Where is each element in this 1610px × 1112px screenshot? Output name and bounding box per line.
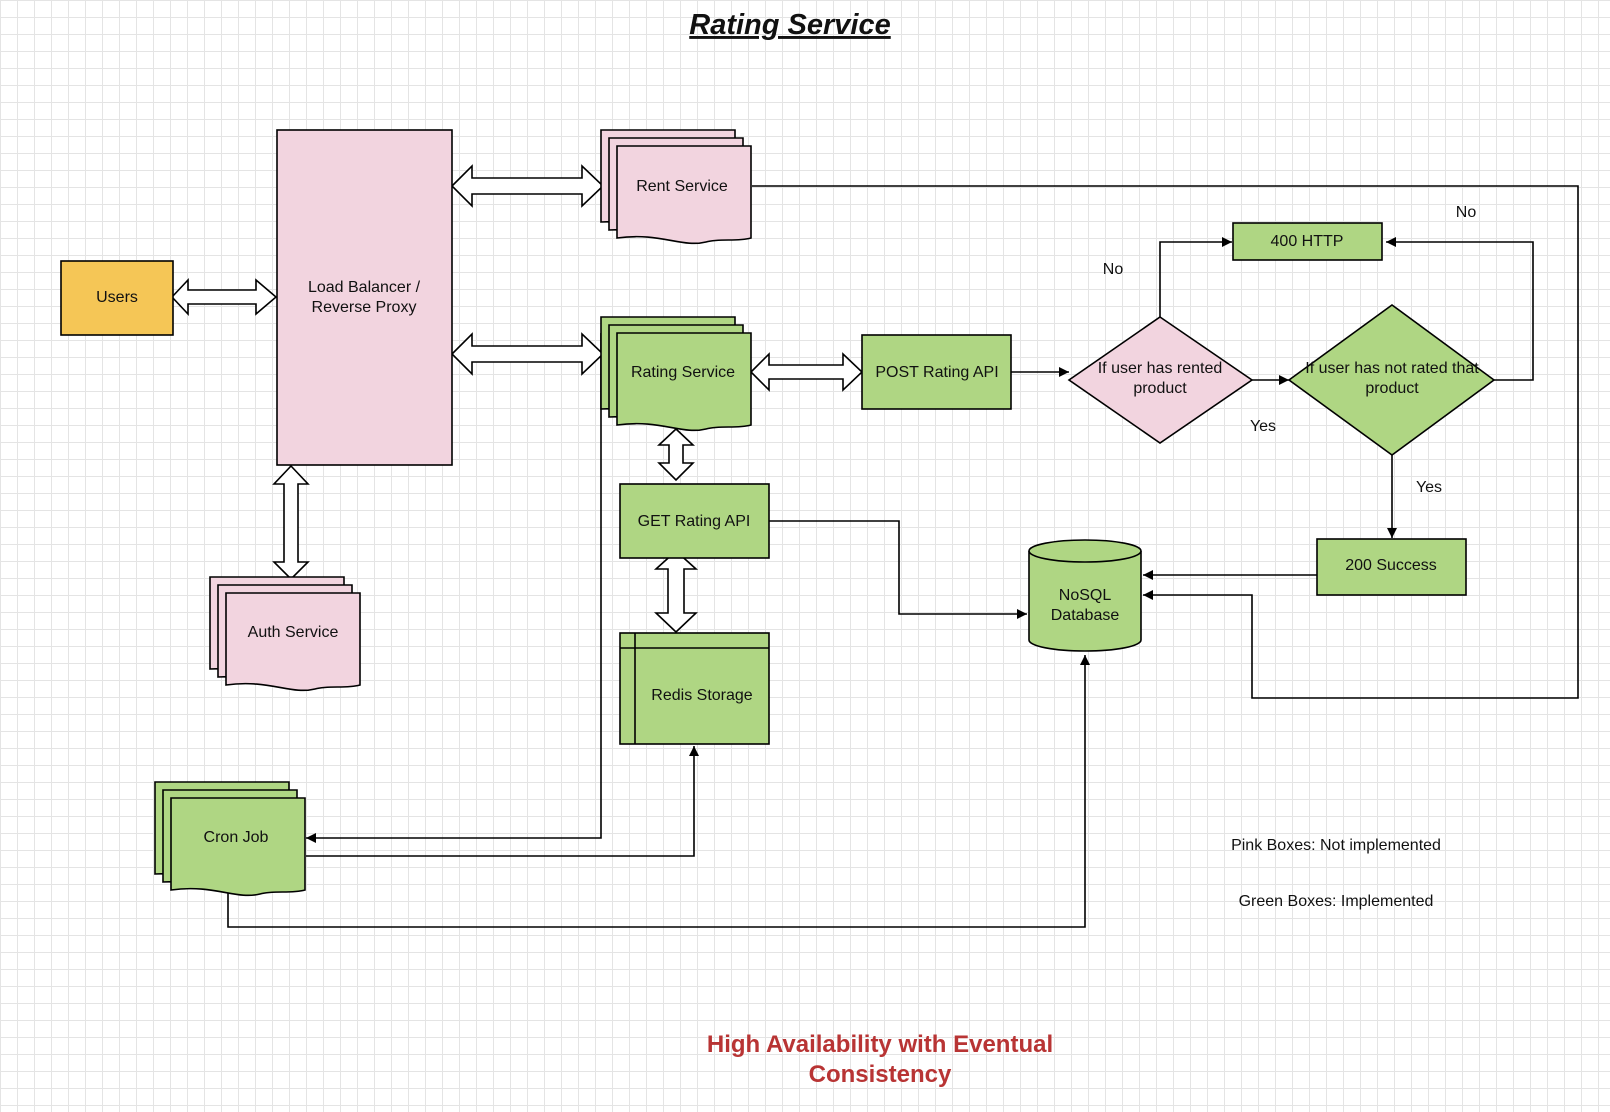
load-balancer-label-line2: Reverse Proxy <box>312 299 417 316</box>
edge-label-not-rated-no: No <box>1456 204 1477 221</box>
node-400-http[interactable]: 400 HTTP <box>1232 222 1383 261</box>
double-arrow-get-redis <box>653 549 699 634</box>
legend-pink: Pink Boxes: Not implemented <box>1231 837 1441 854</box>
node-users[interactable]: Users <box>60 260 174 336</box>
decision-not-rated-label-line2: product <box>1365 380 1419 397</box>
edge-label-rented-yes: Yes <box>1250 418 1276 435</box>
nosql-label-line1: NoSQL <box>1059 587 1112 604</box>
legend-green: Green Boxes: Implemented <box>1239 893 1434 910</box>
edge-label-not-rated-yes: Yes <box>1416 479 1442 496</box>
node-rent-service[interactable]: Rent Service <box>600 129 752 245</box>
edge-rented-no <box>1159 237 1232 317</box>
node-redis-storage[interactable]: Redis Storage <box>619 632 770 745</box>
footer-line2: Consistency <box>809 1061 952 1088</box>
double-arrow-rating-post <box>749 352 864 392</box>
double-arrow-lb-auth <box>272 464 310 581</box>
edge-rent-to-nosql <box>752 185 1579 699</box>
auth-service-label: Auth Service <box>248 624 339 641</box>
edge-not-rated-no <box>1386 237 1534 381</box>
node-cron-job[interactable]: Cron Job <box>154 781 306 897</box>
node-auth-service[interactable]: Auth Service <box>209 576 361 692</box>
double-arrows <box>170 164 864 634</box>
edge-get-to-nosql <box>769 520 1027 619</box>
cron-job-label: Cron Job <box>204 829 269 846</box>
success-200-label: 200 Success <box>1345 557 1437 574</box>
decision-rented-label-line1: If user has rented <box>1098 360 1223 377</box>
double-arrow-users-lb <box>170 277 278 317</box>
node-nosql-database[interactable]: NoSQL Database <box>1028 539 1142 652</box>
node-load-balancer[interactable]: Load Balancer / Reverse Proxy <box>276 129 453 466</box>
decision-rented-label-line2: product <box>1133 380 1187 397</box>
node-decision-rented[interactable]: If user has rented product <box>1067 316 1254 444</box>
node-200-success[interactable]: 200 Success <box>1316 538 1467 596</box>
edge-cron-to-nosql <box>227 655 1090 928</box>
double-arrow-lb-rent <box>450 164 605 208</box>
diagram-title: Rating Service <box>689 9 890 41</box>
rent-service-label: Rent Service <box>636 178 728 195</box>
footer-line1: High Availability with Eventual <box>707 1031 1053 1058</box>
double-arrow-rating-get <box>656 427 696 482</box>
node-decision-not-rated[interactable]: If user has not rated that product <box>1287 304 1496 456</box>
node-rating-service[interactable]: Rating Service <box>600 316 752 432</box>
post-rating-api-label: POST Rating API <box>875 364 998 381</box>
get-rating-api-label: GET Rating API <box>638 513 751 530</box>
edge-cron-to-redis <box>306 746 699 857</box>
nosql-label-line2: Database <box>1051 607 1120 624</box>
node-get-rating-api[interactable]: GET Rating API <box>619 483 770 559</box>
redis-storage-label: Redis Storage <box>651 687 752 704</box>
rating-service-label: Rating Service <box>631 364 735 381</box>
http-400-label: 400 HTTP <box>1271 233 1344 250</box>
connectors <box>227 185 1579 928</box>
double-arrow-lb-rating <box>450 332 605 376</box>
load-balancer-label-line1: Load Balancer / <box>308 279 421 296</box>
node-post-rating-api[interactable]: POST Rating API <box>861 334 1012 410</box>
decision-not-rated-label-line1: If user has not rated that <box>1305 360 1479 377</box>
edge-label-rented-no: No <box>1103 261 1124 278</box>
edge-rating-to-cron <box>306 333 602 843</box>
users-label: Users <box>96 289 138 306</box>
